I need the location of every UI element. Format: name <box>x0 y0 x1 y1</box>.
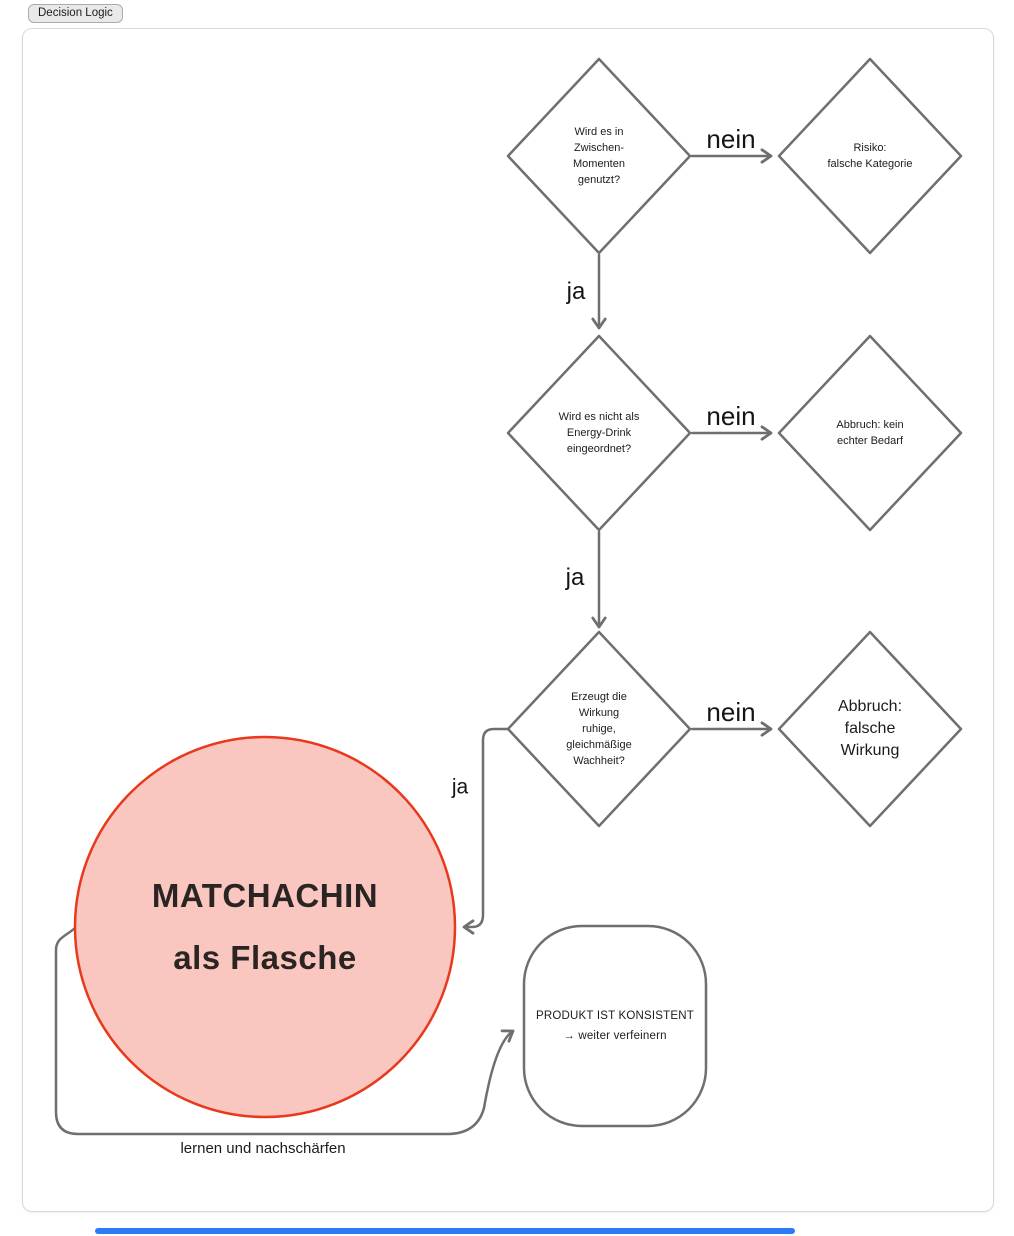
outcome-diamond-2[interactable] <box>777 334 963 532</box>
connector-loop[interactable] <box>54 926 515 1136</box>
loop-label: lernen und nachschärfen <box>180 1140 346 1157</box>
connector-ja-3[interactable] <box>462 727 510 935</box>
decision-diamond-1[interactable] <box>506 57 692 255</box>
outcome-2-label: Abbruch: kein echter Bedarf <box>836 419 904 447</box>
edge-label-nein-2: nein <box>706 401 756 431</box>
terminal-circle[interactable] <box>73 735 457 1119</box>
edge-label-ja-3: ja <box>451 775 469 799</box>
outcome-3-label: Abbruch: falsche Wirkung <box>837 698 903 759</box>
edge-label-nein-3: nein <box>706 697 756 727</box>
decision-1-label: Wird es in Zwischen- Momenten genutzt? <box>573 126 625 186</box>
edge-label-nein-1: nein <box>706 124 756 154</box>
outcome-diamond-3[interactable] <box>777 630 963 828</box>
outcome-1-label: Risiko: falsche Kategorie <box>827 142 913 170</box>
result-box-label: PRODUKT IST KONSISTENT → weiter verfeine… <box>536 1010 694 1042</box>
edge-label-ja-1: ja <box>566 278 586 305</box>
decision-2-label: Wird es nicht als Energy-Drink eingeordn… <box>558 411 640 455</box>
decision-diamond-3[interactable] <box>506 630 692 828</box>
decision-diamond-2[interactable] <box>506 334 692 532</box>
edge-label-ja-2: ja <box>565 564 585 591</box>
result-box[interactable] <box>522 924 708 1128</box>
outcome-diamond-1[interactable] <box>777 57 963 255</box>
flowchart-graphics <box>54 57 963 1136</box>
bottom-scroll-indicator[interactable] <box>95 1228 795 1234</box>
terminal-circle-label: MATCHACHIN als Flasche <box>151 877 379 976</box>
decision-3-label: Erzeugt die Wirkung ruhige, gleichmäßige… <box>566 691 632 767</box>
diagram-canvas[interactable]: Wird es in Zwischen- Momenten genutzt? W… <box>22 28 994 1212</box>
decision-logic-tab[interactable]: Decision Logic <box>28 4 123 23</box>
